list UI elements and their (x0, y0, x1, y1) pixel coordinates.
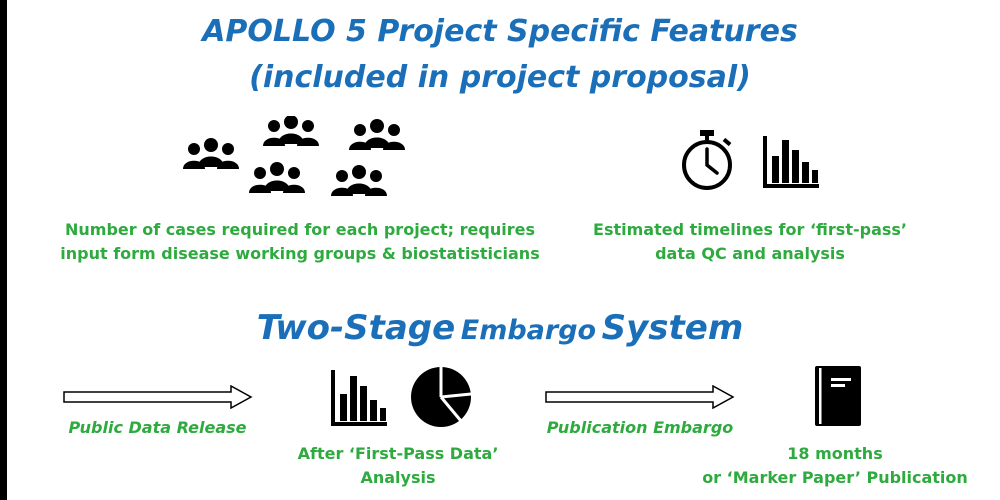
months-line2: or ‘Marker Paper’ Publication (702, 468, 968, 487)
publication-embargo-label: Publication Embargo (546, 418, 734, 437)
embargo-title-part1: Two-Stage (256, 308, 456, 348)
pie-chart-icon (411, 365, 472, 427)
left-edge-bar (0, 0, 7, 500)
cases-text-line2: input form disease working groups & bios… (60, 244, 540, 263)
cases-text-line1: Number of cases required for each projec… (65, 220, 535, 239)
page-title: APOLLO 5 Project Specific Features (202, 14, 798, 49)
months-line1: 18 months (787, 444, 883, 463)
bar-chart-icon (331, 370, 387, 426)
embargo-title-part2: Embargo (460, 315, 597, 346)
first-pass-line2: Analysis (360, 468, 436, 487)
timeline-text-line2: data QC and analysis (655, 244, 845, 263)
embargo-title-part3: System (601, 308, 744, 348)
people-group-icon (183, 116, 405, 196)
page-subtitle: (included in project proposal) (249, 60, 751, 95)
bar-chart-icon (763, 136, 819, 188)
first-pass-line1: After ‘First-Pass Data’ (297, 444, 499, 463)
public-release-label: Public Data Release (68, 418, 247, 437)
right-arrow-icon (63, 385, 253, 409)
stopwatch-icon (682, 130, 732, 190)
embargo-section-title: Two-Stage Embargo System (0, 306, 1000, 356)
timeline-text-line1: Estimated timelines for ‘first-pass’ (593, 220, 907, 239)
right-arrow-icon (545, 385, 735, 409)
book-icon (815, 366, 861, 426)
